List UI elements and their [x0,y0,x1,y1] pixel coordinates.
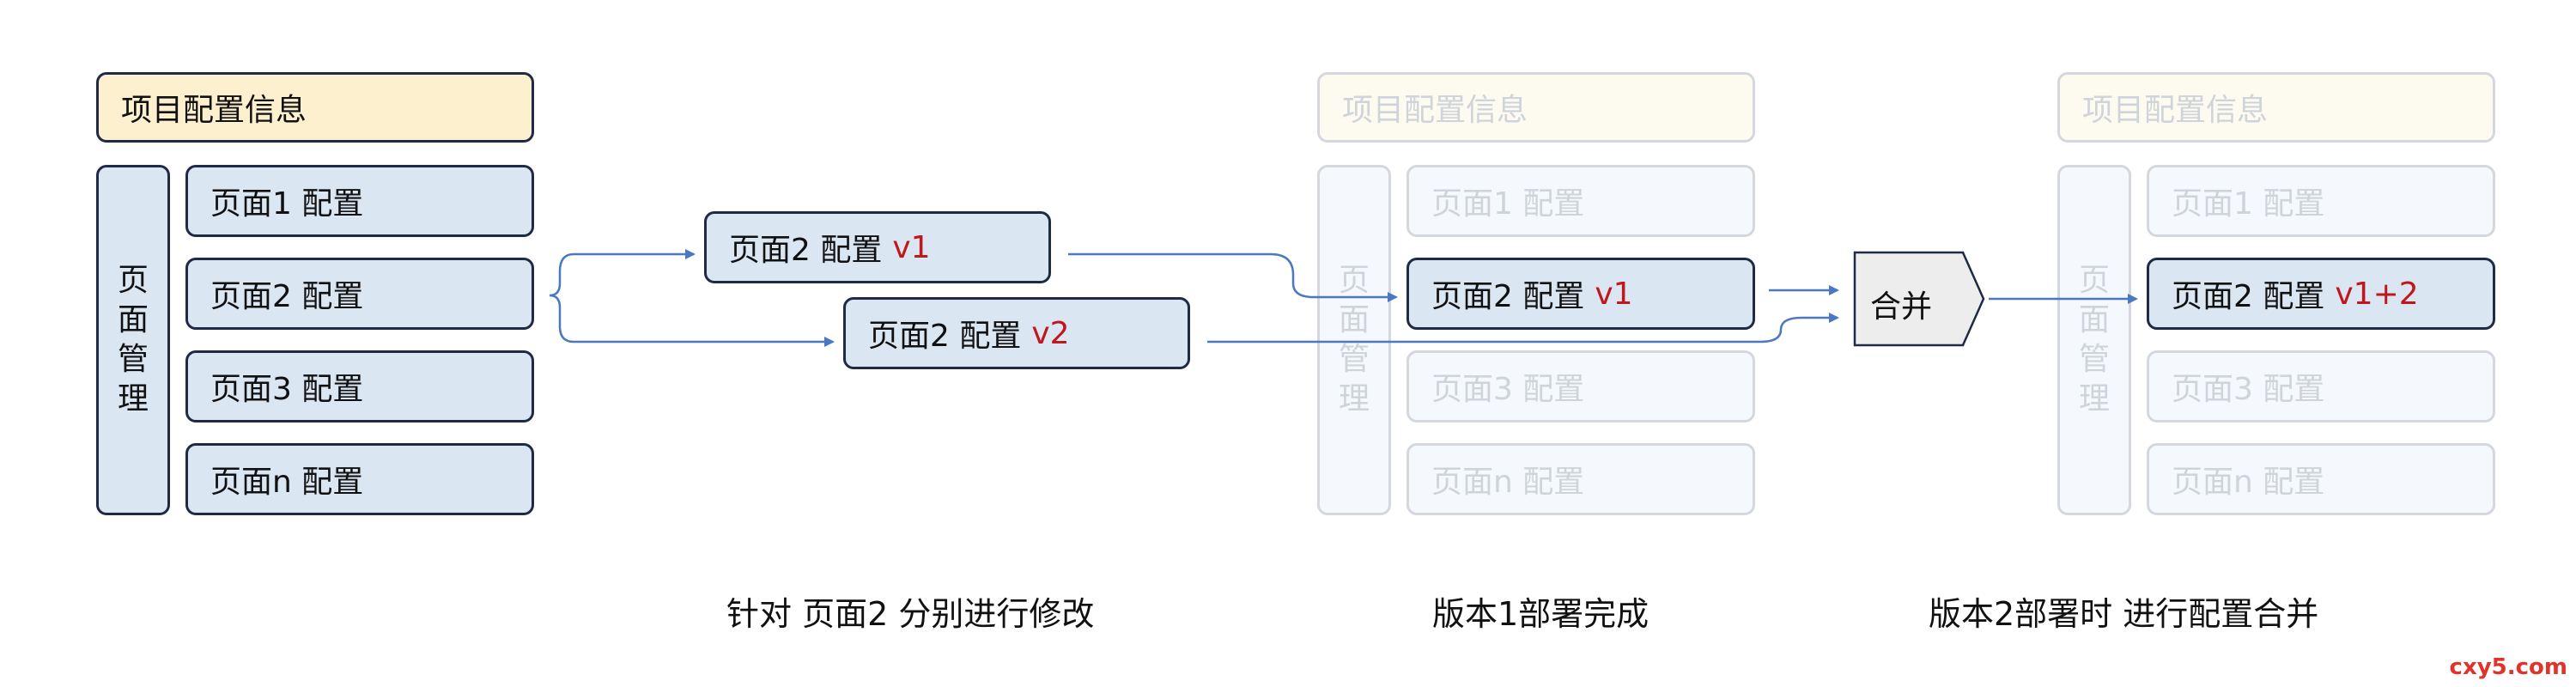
caption-deploy1: 版本1部署完成 [1432,595,1649,633]
side-char: 面 [117,302,149,337]
split-brace [549,252,574,344]
deploy1-page2-active: 页面2 配置 v1 [1406,258,1755,330]
side-char: 理 [117,381,149,416]
side-char: 页 [2078,263,2110,298]
page2-config-label: 页面2 配置 [210,279,364,314]
deploy2-pagen-label: 页面n 配置 [2172,465,2325,500]
caption-deploy2: 版本2部署时 进行配置合并 [1929,595,2319,633]
watermark: cxy5.com [2449,654,2567,680]
pagen-config: 页面n 配置 [185,443,534,515]
deploy1-header-label: 项目配置信息 [1342,93,1528,128]
page1-config-label: 页面1 配置 [210,186,364,222]
deploy2-header: 项目配置信息 [2057,72,2495,143]
side-char: 页 [117,263,149,298]
edit-v2-box: 页面2 配置 v2 [843,297,1190,369]
pagen-config-label: 页面n 配置 [210,465,364,500]
side-char: 页 [1338,263,1370,298]
page3-config: 页面3 配置 [185,350,534,423]
side-char: 管 [2078,342,2110,377]
edit-v1-version: v1 [892,229,931,265]
arrow-v1-to-deploy1 [1068,252,1398,302]
side-char: 面 [1338,302,1370,337]
deploy1-page2-version: v1 [1595,276,1633,312]
page3-config-label: 页面3 配置 [210,372,364,407]
merge-shape [1853,251,1985,347]
deploy2-header-label: 项目配置信息 [2082,93,2269,128]
merge-label: 合并 [1870,289,1933,325]
edit-v1-label: 页面2 配置 [729,233,883,268]
page1-config: 页面1 配置 [185,165,534,237]
side-char: 管 [1338,342,1370,377]
deploy2-page2-label: 页面2 配置 [2172,279,2325,314]
page2-config: 页面2 配置 [185,258,534,330]
deploy2-page3-label: 页面3 配置 [2172,372,2325,407]
side-char: 理 [2078,381,2110,416]
deploy2-page3: 页面3 配置 [2147,350,2495,423]
deploy2-page1-label: 页面1 配置 [2172,186,2325,222]
side-char: 管 [117,342,149,377]
deploy2-sidebar: 页 面 管 理 [2057,165,2131,515]
deploy2-page2-merged: 页面2 配置 v1+2 [2147,258,2495,330]
deploy1-sidebar: 页 面 管 理 [1317,165,1391,515]
edit-v2-version: v2 [1031,315,1070,351]
deploy1-page1-label: 页面1 配置 [1431,186,1585,222]
deploy1-pagen: 页面n 配置 [1406,443,1755,515]
deploy1-page1: 页面1 配置 [1406,165,1755,237]
caption-modify: 针对 页面2 分别进行修改 [726,595,1095,633]
deploy1-page3-label: 页面3 配置 [1431,372,1585,407]
project-config-header: 项目配置信息 [96,72,534,143]
deploy2-pagen: 页面n 配置 [2147,443,2495,515]
deploy1-pagen-label: 页面n 配置 [1431,465,1585,500]
side-char: 理 [1338,381,1370,416]
deploy1-page3: 页面3 配置 [1406,350,1755,423]
deploy2-page2-version: v1+2 [2335,276,2419,312]
arrow-v2-to-merge [1207,313,1839,344]
deploy2-page1: 页面1 配置 [2147,165,2495,237]
edit-v2-label: 页面2 配置 [868,319,1022,354]
deploy1-header: 项目配置信息 [1317,72,1755,143]
edit-v1-box: 页面2 配置 v1 [704,211,1051,283]
deploy1-page2-label: 页面2 配置 [1431,279,1585,314]
project-config-header-label: 项目配置信息 [121,93,307,128]
page-management-sidebar: 页 面 管 理 [96,165,170,515]
side-char: 面 [2078,302,2110,337]
